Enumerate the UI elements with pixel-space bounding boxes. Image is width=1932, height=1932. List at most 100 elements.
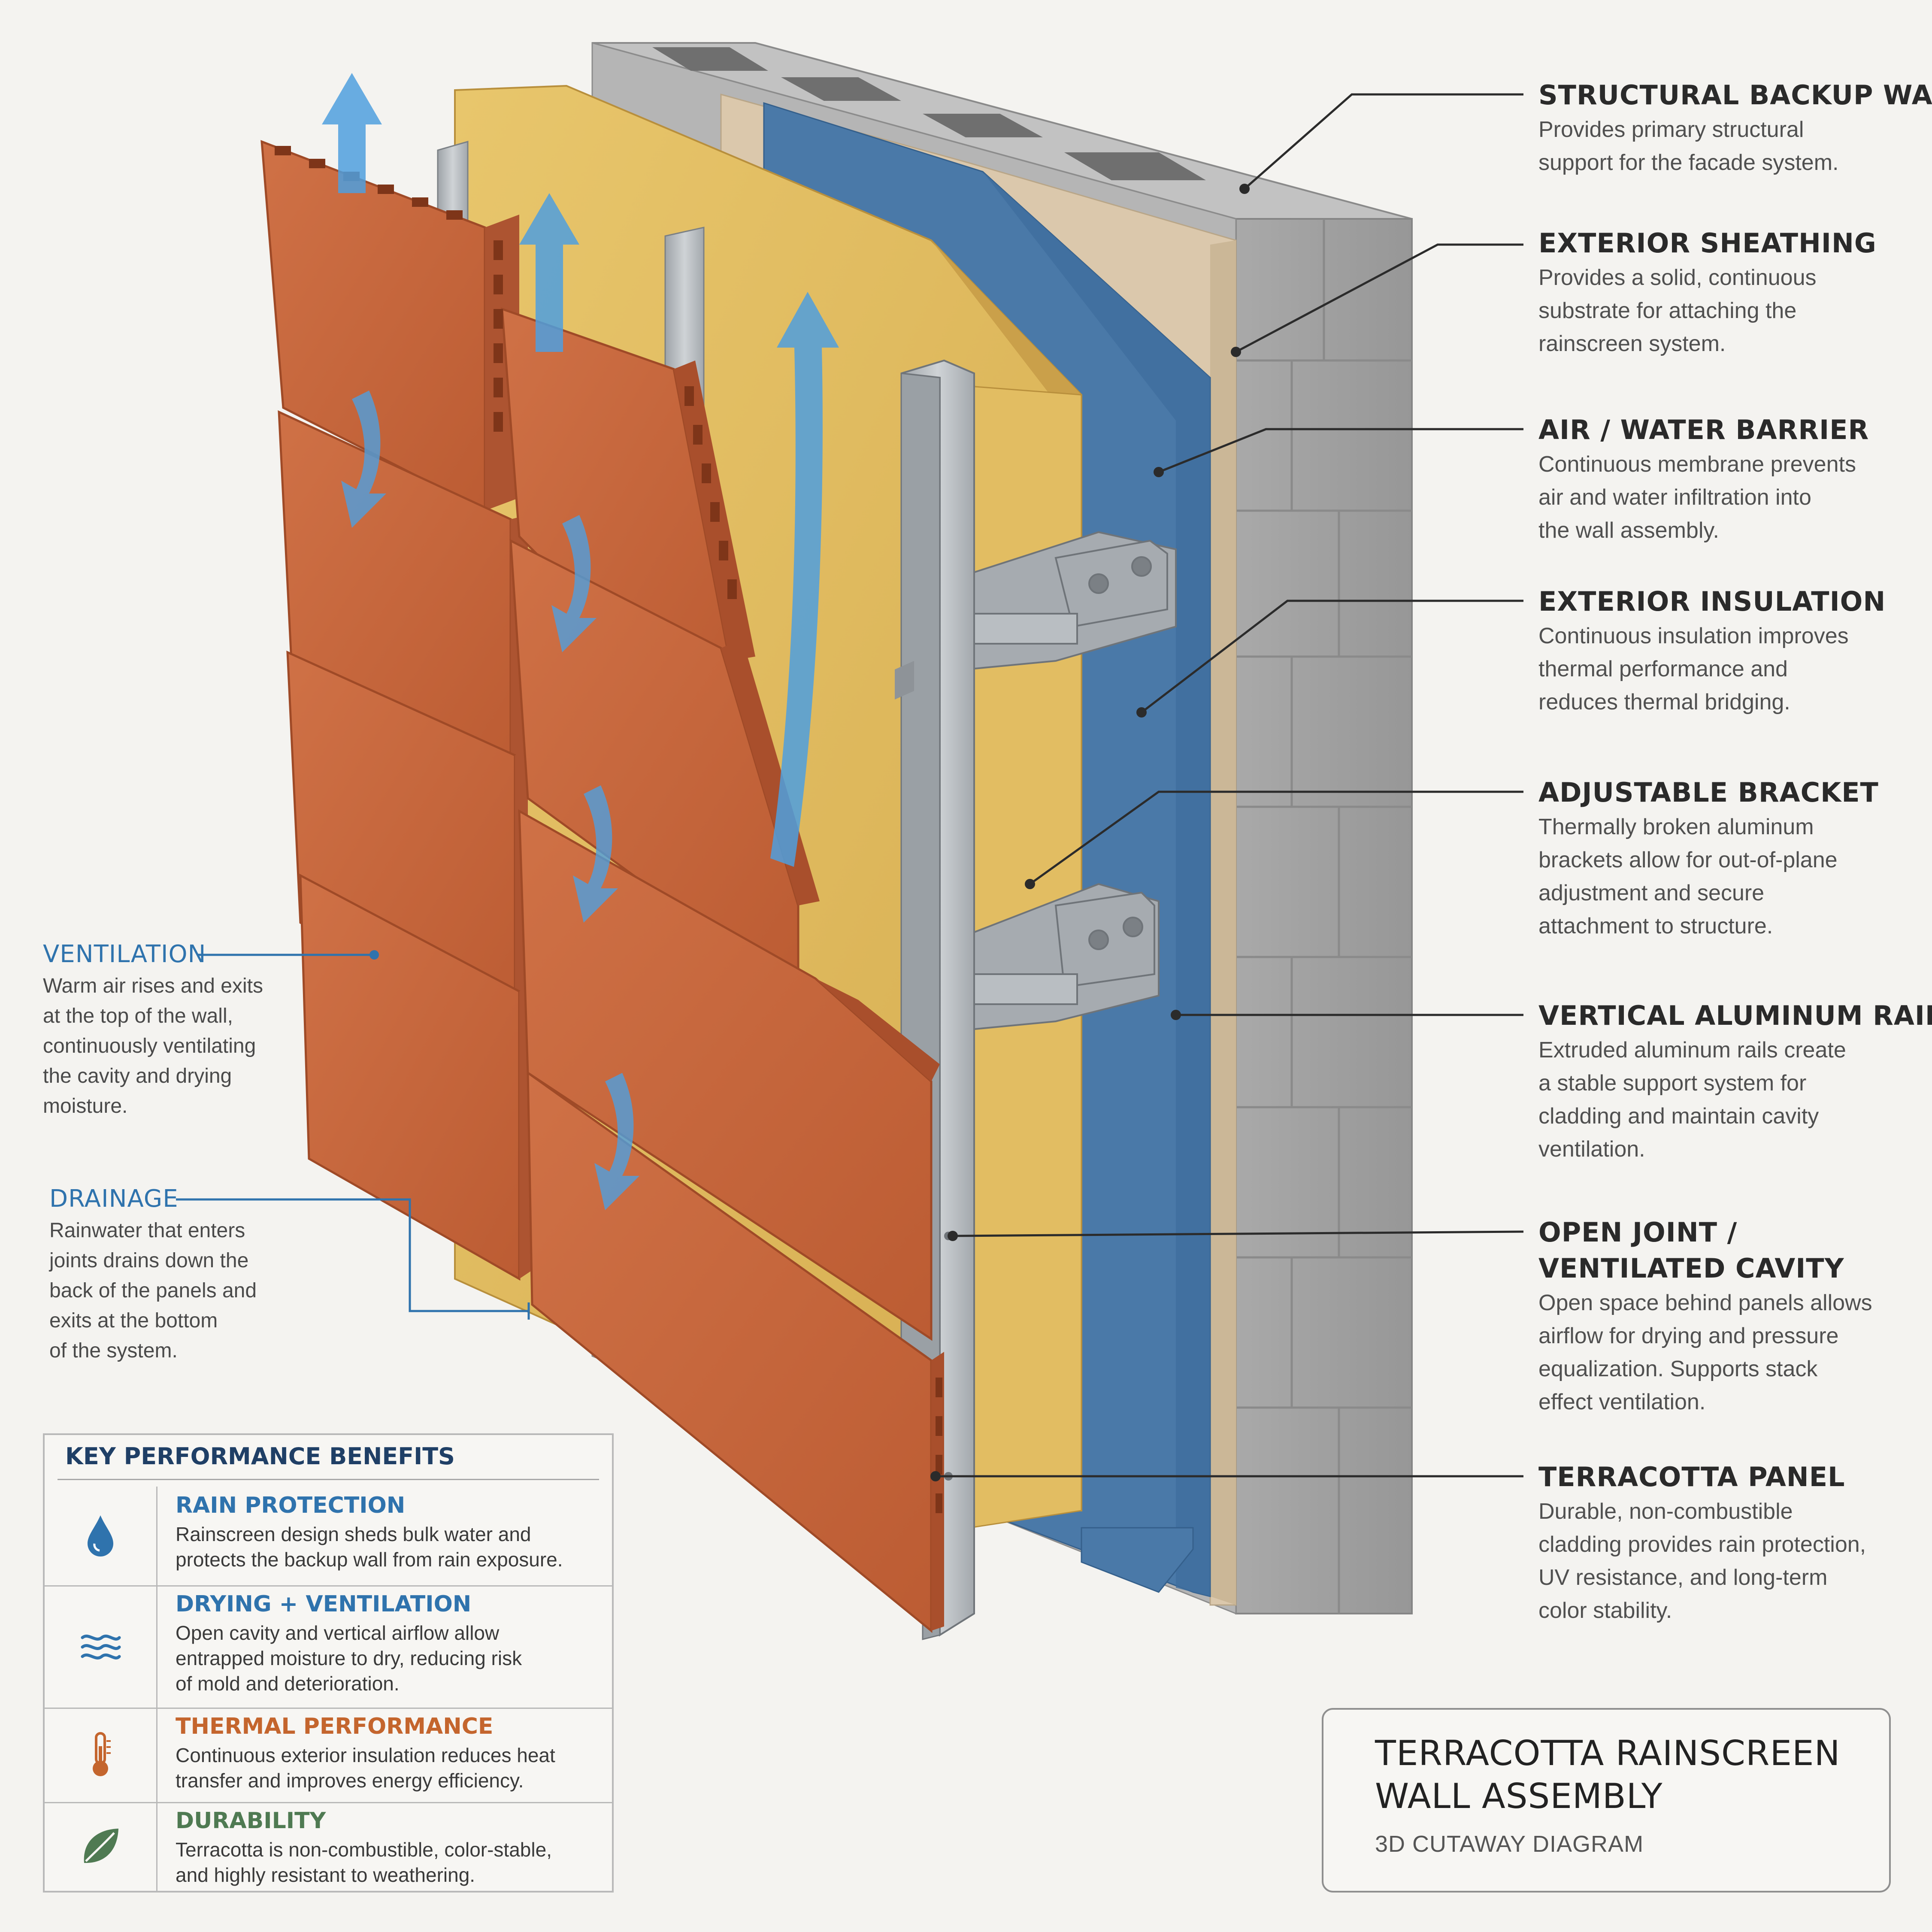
benefit-title: DRYING + VENTILATION bbox=[176, 1591, 472, 1617]
callout-line: exits at the bottom bbox=[49, 1309, 218, 1332]
callout-title: DRAINAGE bbox=[49, 1185, 179, 1213]
airflow-up-arrows bbox=[322, 73, 839, 867]
callout-description: Provides primary structural support for … bbox=[1538, 113, 1932, 179]
callout-line: Continuous insulation improves bbox=[1538, 624, 1849, 648]
left-leader-lines bbox=[176, 950, 530, 1320]
callout-title: EXTERIOR INSULATION bbox=[1538, 586, 1886, 617]
benefit-separator bbox=[45, 1708, 612, 1709]
callout-line: Open space behind panels allows bbox=[1538, 1290, 1872, 1315]
diagram-title-line-1: TERRACOTTA RAINSCREEN bbox=[1375, 1733, 1841, 1773]
callout-line: airflow for drying and pressure bbox=[1538, 1323, 1839, 1348]
callout-terracotta-panel: TERRACOTTA PANEL Durable, non-combustibl… bbox=[1538, 1459, 1866, 1627]
benefit-separator bbox=[45, 1802, 612, 1803]
callout-title: TERRACOTTA PANEL bbox=[1538, 1461, 1845, 1493]
callout-description: Durable, non-combustible cladding provid… bbox=[1538, 1495, 1866, 1627]
benefit-row-rain-protection: RAIN PROTECTION Rainscreen design sheds … bbox=[45, 1487, 612, 1585]
callout-description: Provides a solid, continuous substrate f… bbox=[1538, 261, 1877, 360]
callout-title: VERTICAL ALUMINUM RAIL bbox=[1538, 1000, 1932, 1031]
callout-title: ADJUSTABLE BRACKET bbox=[1538, 777, 1879, 808]
benefit-row-durability: DURABILITY Terracotta is non-combustible… bbox=[45, 1802, 612, 1891]
callout-title: AIR / WATER BARRIER bbox=[1538, 414, 1869, 445]
callout-description: Warm air rises and exits at the top of t… bbox=[43, 971, 263, 1121]
benefit-line: of mold and deterioration. bbox=[176, 1672, 400, 1695]
diagram-subtitle: 3D CUTAWAY DIAGRAM bbox=[1375, 1831, 1644, 1857]
callout-exterior-insulation: EXTERIOR INSULATION Continuous insulatio… bbox=[1538, 584, 1886, 719]
callout-line: the cavity and drying bbox=[43, 1065, 232, 1087]
callout-line: Warm air rises and exits bbox=[43, 975, 263, 997]
callout-line: at the top of the wall, bbox=[43, 1005, 233, 1027]
benefit-divider bbox=[156, 1487, 157, 1585]
benefit-line: protects the backup wall from rain expos… bbox=[176, 1548, 563, 1571]
callout-line: Thermally broken aluminum bbox=[1538, 815, 1814, 839]
callout-description: Rainwater that enters joints drains down… bbox=[49, 1216, 257, 1366]
benefit-text: Open cavity and vertical airflow allow e… bbox=[176, 1620, 522, 1696]
callout-line: Extruded aluminum rails create bbox=[1538, 1038, 1846, 1063]
benefit-divider bbox=[156, 1802, 157, 1891]
callout-description: Continuous insulation improves thermal p… bbox=[1538, 620, 1886, 719]
callout-line: of the system. bbox=[49, 1339, 178, 1362]
benefit-line: transfer and improves energy efficiency. bbox=[176, 1769, 524, 1792]
bracket-lower bbox=[965, 883, 1160, 1031]
benefit-line: entrapped moisture to dry, reducing risk bbox=[176, 1647, 522, 1669]
bracket-upper bbox=[965, 531, 1177, 671]
callout-line: adjustment and secure bbox=[1538, 881, 1765, 905]
drainage-arrows bbox=[341, 391, 639, 1210]
callout-line: cladding provides rain protection, bbox=[1538, 1532, 1866, 1557]
callout-line: support for the facade system. bbox=[1538, 150, 1839, 175]
callout-line: air and water infiltration into bbox=[1538, 485, 1811, 510]
callout-description: Continuous membrane prevents air and wat… bbox=[1538, 448, 1869, 547]
callout-line: a stable support system for bbox=[1538, 1071, 1807, 1096]
callout-line: joints drains down the bbox=[49, 1249, 249, 1272]
benefit-line: Open cavity and vertical airflow allow bbox=[176, 1622, 500, 1644]
callout-title: OPEN JOINT / bbox=[1538, 1217, 1738, 1248]
benefit-row-drying-ventilation: DRYING + VENTILATION Open cavity and ver… bbox=[45, 1585, 612, 1708]
callout-exterior-sheathing: EXTERIOR SHEATHING Provides a solid, con… bbox=[1538, 225, 1877, 360]
callout-title: VENTILATION bbox=[43, 940, 206, 968]
callout-adjustable-bracket: ADJUSTABLE BRACKET Thermally broken alum… bbox=[1538, 775, 1879, 943]
benefit-title: THERMAL PERFORMANCE bbox=[176, 1714, 494, 1739]
callout-vertical-aluminum-rail: VERTICAL ALUMINUM RAIL Extruded aluminum… bbox=[1538, 998, 1932, 1166]
callout-line: attachment to structure. bbox=[1538, 914, 1773, 939]
callout-ventilation: VENTILATION Warm air rises and exits at … bbox=[43, 938, 263, 1121]
callout-line: cladding and maintain cavity bbox=[1538, 1104, 1819, 1129]
benefit-title: RAIN PROTECTION bbox=[176, 1493, 406, 1518]
terracotta-panels bbox=[260, 140, 944, 1633]
callout-line: continuously ventilating bbox=[43, 1035, 256, 1057]
benefit-separator bbox=[45, 1585, 612, 1587]
callout-line: Rainwater that enters bbox=[49, 1219, 245, 1242]
benefits-panel: KEY PERFORMANCE BENEFITS RAIN PROTECTION… bbox=[43, 1433, 614, 1893]
callout-line: Provides a solid, continuous bbox=[1538, 265, 1817, 290]
benefit-text: Rainscreen design sheds bulk water and p… bbox=[176, 1522, 563, 1572]
benefit-text: Continuous exterior insulation reduces h… bbox=[176, 1743, 555, 1793]
callout-description: Open space behind panels allows airflow … bbox=[1538, 1287, 1872, 1419]
benefit-line: and highly resistant to weathering. bbox=[176, 1864, 475, 1886]
callout-line: effect ventilation. bbox=[1538, 1390, 1706, 1414]
callout-title-line-2: VENTILATED CAVITY bbox=[1538, 1253, 1844, 1284]
benefit-divider bbox=[156, 1708, 157, 1802]
callout-description: Extruded aluminum rails create a stable … bbox=[1538, 1034, 1932, 1166]
callout-line: Provides primary structural bbox=[1538, 117, 1804, 142]
callout-line: reduces thermal bridging. bbox=[1538, 690, 1790, 715]
callout-line: brackets allow for out-of-plane bbox=[1538, 848, 1838, 872]
callout-structural-backup-wall: STRUCTURAL BACKUP WALL Provides primary … bbox=[1538, 77, 1932, 179]
benefit-line: Rainscreen design sheds bulk water and bbox=[176, 1523, 531, 1545]
benefits-heading-rule bbox=[58, 1479, 599, 1480]
callout-line: color stability. bbox=[1538, 1598, 1672, 1623]
callout-drainage: DRAINAGE Rainwater that enters joints dr… bbox=[49, 1182, 257, 1366]
callout-line: rainscreen system. bbox=[1538, 331, 1726, 356]
callout-line: substrate for attaching the bbox=[1538, 298, 1797, 323]
benefit-text: Terracotta is non-combustible, color-sta… bbox=[176, 1837, 552, 1888]
callout-line: Continuous membrane prevents bbox=[1538, 452, 1856, 477]
callout-title: EXTERIOR SHEATHING bbox=[1538, 227, 1877, 259]
callout-air-water-barrier: AIR / WATER BARRIER Continuous membrane … bbox=[1538, 412, 1869, 547]
benefit-line: Continuous exterior insulation reduces h… bbox=[176, 1744, 555, 1766]
diagram-title-box: TERRACOTTA RAINSCREEN WALL ASSEMBLY 3D C… bbox=[1322, 1708, 1891, 1893]
callout-line: Durable, non-combustible bbox=[1538, 1499, 1793, 1524]
callout-title: STRUCTURAL BACKUP WALL bbox=[1538, 79, 1932, 111]
callout-line: thermal performance and bbox=[1538, 657, 1788, 681]
callout-line: the wall assembly. bbox=[1538, 518, 1719, 543]
callout-open-joint-ventilated-cavity: OPEN JOINT / VENTILATED CAVITY Open spac… bbox=[1538, 1214, 1872, 1419]
leader-lines bbox=[930, 93, 1524, 1481]
